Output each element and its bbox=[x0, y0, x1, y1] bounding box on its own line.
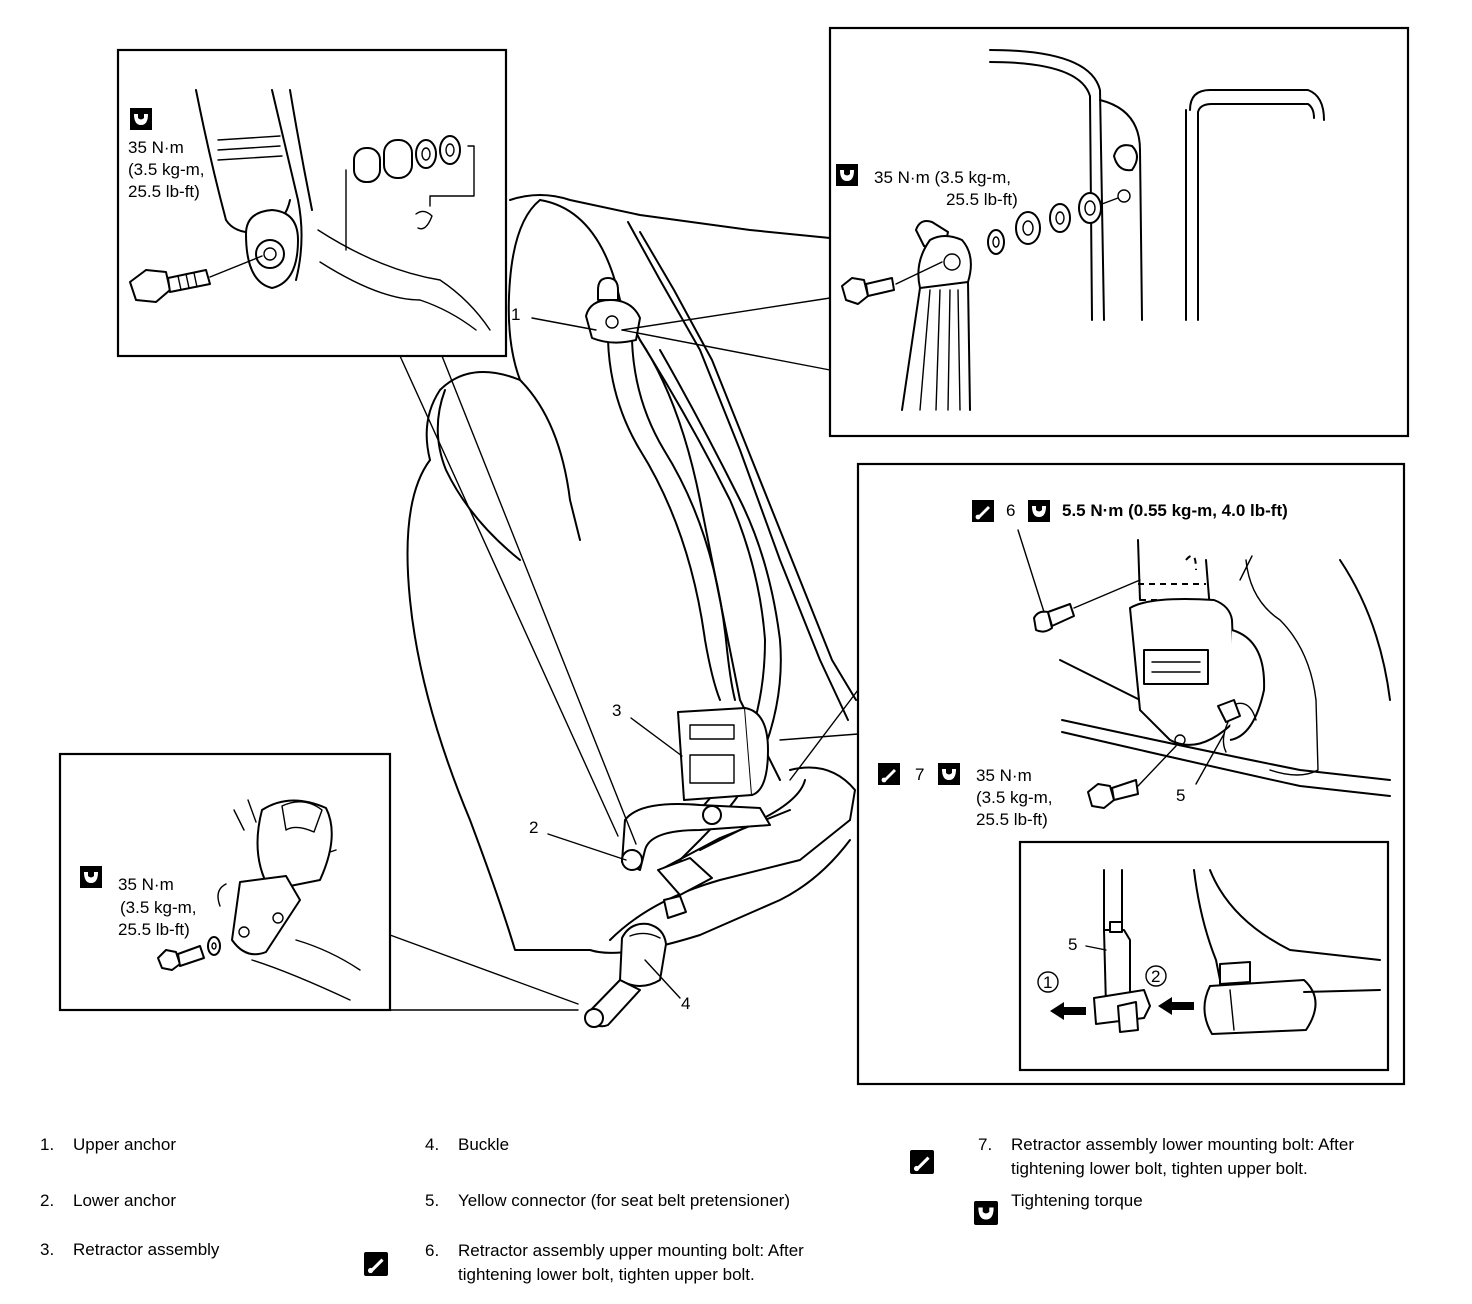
step-1: 1 bbox=[1043, 973, 1052, 992]
inset-connector-detail: 1 2 5 bbox=[1018, 840, 1390, 1072]
torque-ll-line1: 35 N·m bbox=[118, 875, 174, 894]
torque-wrench-icon bbox=[1028, 500, 1050, 522]
torque-b7-line2: (3.5 kg-m, bbox=[976, 788, 1053, 807]
tightening-sequence-icon bbox=[878, 763, 900, 785]
torque-b7-line1: 35 N·m bbox=[976, 766, 1032, 785]
torque-ul-line2: (3.5 kg-m, bbox=[128, 160, 205, 179]
callout-5-inset: 5 bbox=[1068, 935, 1077, 954]
legend-item-6: 6. Retractor assembly upper mounting bol… bbox=[425, 1241, 804, 1284]
inset-leaders bbox=[389, 297, 1243, 1011]
torque-wrench-icon bbox=[80, 866, 102, 888]
inset-lower-anchor-detail: 35 N·m (3.5 kg-m, 25.5 lb-ft) bbox=[116, 48, 508, 358]
torque-ll-line2: (3.5 kg-m, bbox=[120, 898, 197, 917]
torque-ur-line1: 35 N·m (3.5 kg-m, bbox=[874, 168, 1011, 187]
tightening-sequence-icon bbox=[972, 500, 994, 522]
seat-and-belt-main-view bbox=[406, 194, 857, 1028]
callout-3: 3 bbox=[612, 701, 621, 720]
torque-ul-line3: 25.5 lb-ft) bbox=[128, 182, 200, 201]
tightening-sequence-icon bbox=[910, 1150, 934, 1174]
tightening-sequence-icon bbox=[364, 1252, 388, 1276]
torque-wrench-icon bbox=[130, 108, 152, 130]
torque-wrench-icon bbox=[938, 763, 960, 785]
callout-4: 4 bbox=[681, 994, 690, 1013]
legend-item-7: 7. Retractor assembly lower mounting bol… bbox=[978, 1135, 1354, 1178]
step-2: 2 bbox=[1151, 967, 1160, 986]
torque-ur-line2: 25.5 lb-ft) bbox=[946, 190, 1018, 209]
torque-wrench-icon bbox=[974, 1201, 998, 1225]
callout-7: 7 bbox=[915, 765, 924, 784]
torque-ll-line3: 25.5 lb-ft) bbox=[118, 920, 190, 939]
torque-bolt6: 5.5 N·m (0.55 kg-m, 4.0 lb-ft) bbox=[1062, 501, 1288, 520]
main-callouts: 1 2 3 4 bbox=[511, 305, 690, 1013]
inset-buckle-detail: 35 N·m (3.5 kg-m, 25.5 lb-ft) bbox=[58, 752, 392, 1012]
inset-upper-anchor-detail: 35 N·m (3.5 kg-m, 25.5 lb-ft) bbox=[828, 26, 1410, 438]
torque-b7-line3: 25.5 lb-ft) bbox=[976, 810, 1048, 829]
torque-ul-line1: 35 N·m bbox=[128, 138, 184, 157]
callout-5: 5 bbox=[1176, 786, 1185, 805]
callout-2: 2 bbox=[529, 818, 538, 837]
torque-wrench-icon bbox=[836, 164, 858, 186]
callout-6: 6 bbox=[1006, 501, 1015, 520]
callout-1: 1 bbox=[511, 305, 520, 324]
